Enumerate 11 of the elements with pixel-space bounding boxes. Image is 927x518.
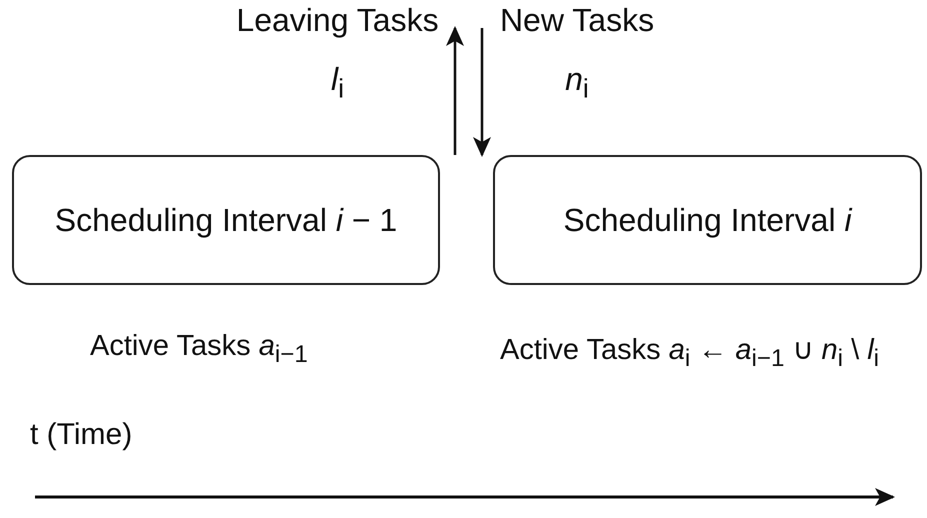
interval-box: Scheduling Interval i − 1	[12, 155, 440, 285]
arrow-label: New Tasks	[498, 2, 656, 39]
arrow	[473, 28, 491, 157]
node-caption: Active Tasks a$_{i}$ ← a$_{i−1}$ ∪ n$_{i}$ \ l$_{i}$	[500, 333, 880, 373]
math-symbol: l$_{i}$	[330, 61, 346, 104]
arrow	[446, 26, 464, 155]
axis-label: t (Time)	[30, 418, 132, 452]
math-symbol: n$_{i}$	[564, 61, 590, 104]
arrow-label: Leaving Tasks	[235, 2, 440, 39]
interval-box: Scheduling Interval i	[493, 155, 922, 285]
node-caption: Active Tasks a$_{i−1}$	[90, 330, 308, 369]
